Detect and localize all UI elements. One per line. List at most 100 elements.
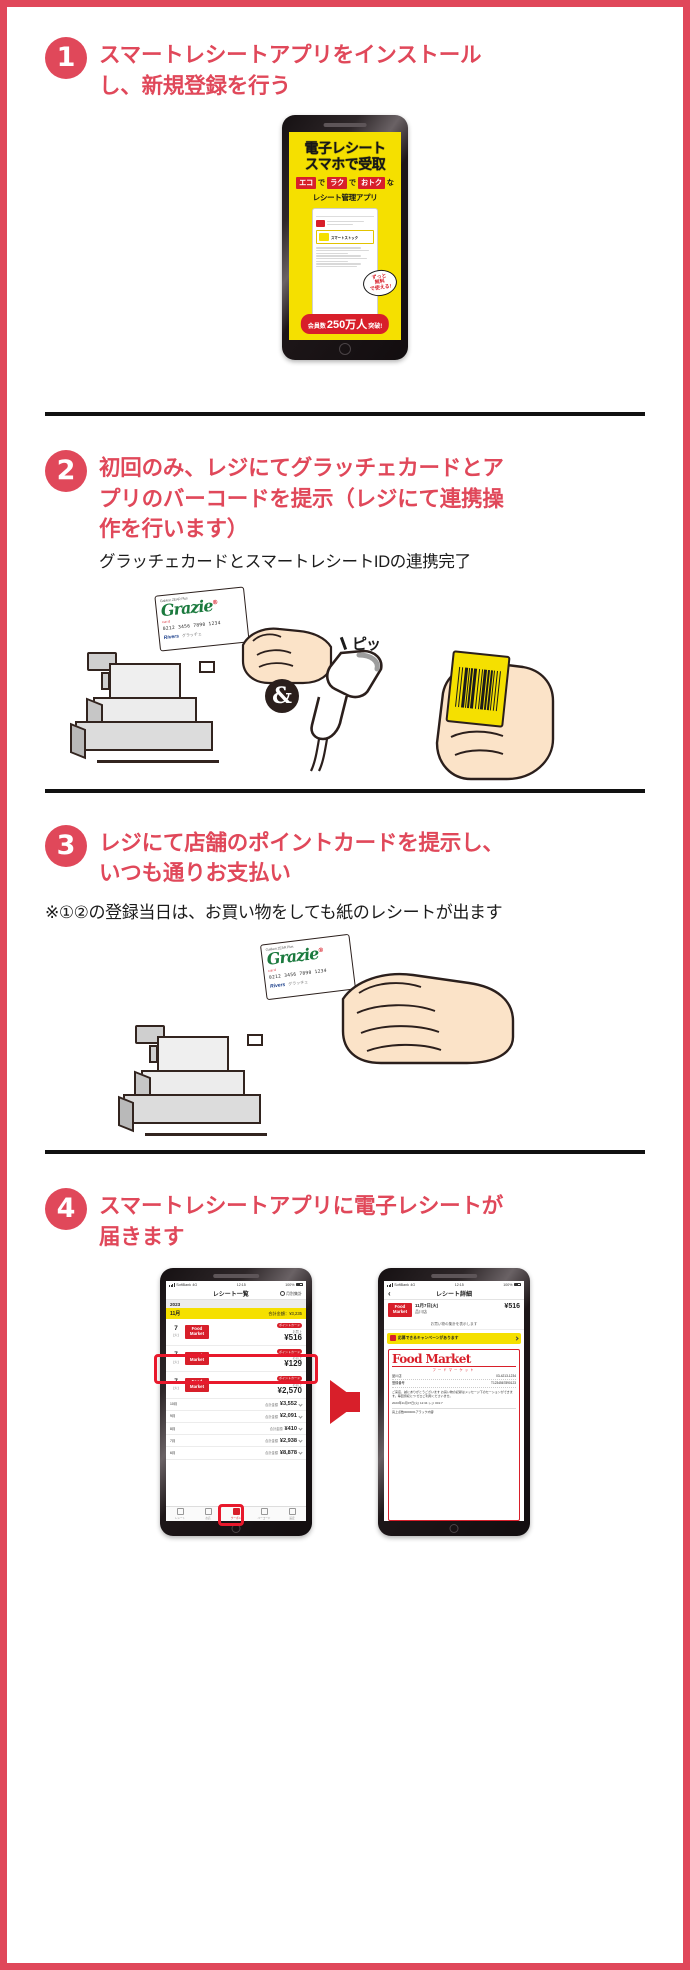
register-slip	[247, 1034, 263, 1047]
preview-line	[316, 247, 362, 249]
clock-icon	[279, 1291, 285, 1297]
gear-icon	[288, 1508, 296, 1516]
battery-percent: 100%	[503, 1282, 513, 1287]
phone-home-button	[231, 1524, 241, 1534]
receipt-register-value: T1234567890123	[491, 1381, 516, 1386]
tab-stores[interactable]: お店	[194, 1508, 222, 1520]
receipt-row[interactable]: 7 (火) Food Market ポイントカード お買上 ¥516	[166, 1319, 306, 1346]
badge-suffix: 突破!	[368, 324, 383, 331]
tab-receipts[interactable]: レシート	[166, 1508, 194, 1520]
preview-banner-icon	[319, 233, 329, 242]
poster-bubble-text: ずっと 無料 で使える!	[369, 273, 392, 293]
app-promo-poster: 電子レシート スマホで受取 エコ で ラク で おトク な レシート管理アプリ	[289, 132, 401, 341]
preview-navbar	[316, 212, 374, 218]
collapsed-month-num: 8	[170, 1426, 172, 1431]
month-header[interactable]: 11月 合計金額：¥3,235	[166, 1308, 306, 1320]
store-icon	[204, 1508, 212, 1516]
tab-bar: レシート お店 クーポン	[166, 1506, 306, 1522]
month-collapsed-row[interactable]: 9月 合計金額 ¥2,091	[166, 1411, 306, 1423]
month-total: 合計金額：¥3,235	[268, 1311, 302, 1317]
month-collapsed-row[interactable]: 7月 合計金額 ¥2,938	[166, 1435, 306, 1448]
row-value: ¥2,570	[277, 1385, 302, 1395]
phone-screen: 電子レシート スマホで受取 エコ で ラク で おトク な レシート管理アプリ	[289, 132, 401, 341]
receipt-title: Food Market	[392, 1351, 471, 1366]
collapsed-total: 合計金額 ¥410	[269, 1426, 303, 1432]
chevron-down-icon	[298, 1414, 303, 1419]
grazie-logo-reg: ®	[211, 598, 218, 606]
step-4-header: 4 スマートレシートアプリに電子レシートが届きます	[7, 1188, 683, 1252]
poster-tag-otoku: おトク	[358, 177, 385, 190]
monthly-summary-button[interactable]: 月別集計	[279, 1290, 302, 1297]
barcode-scanner-icon	[297, 645, 387, 773]
row-day: 7 (火)	[170, 1325, 182, 1338]
poster-app-preview: スマートストック	[312, 208, 378, 319]
preview-line	[316, 252, 348, 254]
poster-headline-1: 電子レシート	[304, 140, 387, 157]
cash-register-icon	[117, 1016, 267, 1137]
tab-coupons[interactable]: クーポン	[222, 1508, 250, 1520]
grazie-card-brand-note: グラッチェ	[181, 630, 203, 638]
carrier-label: SoftBank	[394, 1282, 409, 1287]
collapsed-month-unit: 月	[173, 1402, 178, 1407]
phone-screen: SoftBank 4G 12:15 100% レシート一覧	[166, 1281, 306, 1522]
badge-prefix: 会員数	[307, 324, 326, 331]
step-1-illustration: 電子レシート スマホで受取 エコ で ラク で おトク な レシート管理アプリ	[7, 115, 683, 361]
month-total-label: 合計金額：	[268, 1310, 290, 1316]
month-collapsed-row[interactable]: 6月 合計金額 ¥8,878	[166, 1447, 306, 1460]
preview-line	[316, 260, 348, 263]
row-unit: お買上	[292, 1329, 302, 1334]
tab-label: 設定	[289, 1517, 295, 1521]
poster-subhead: レシート管理アプリ	[312, 193, 378, 203]
collapsed-total: 合計金額 ¥2,091	[265, 1413, 303, 1419]
receipt-row[interactable]: 7 (火) Food Market ポイントカード お買上 ¥129	[166, 1346, 306, 1373]
shop-logo: Food Market	[185, 1378, 209, 1392]
clock-label: 12:15	[236, 1282, 246, 1287]
battery-icon	[296, 1282, 304, 1287]
smartphone-poster: 電子レシート スマホで受取 エコ で ラク で おトク な レシート管理アプリ	[282, 115, 408, 361]
preview-banner-text: スマートストック	[331, 235, 359, 240]
tab-label: レシート	[174, 1517, 186, 1521]
month-collapsed-row[interactable]: 8月 合計金額 ¥410	[166, 1423, 306, 1436]
row-weekday: (火)	[173, 1359, 179, 1364]
step-3: 3 レジにて店舗のポイントカードを提示し、いつも通りお支払い ※①②の登録当日は…	[7, 793, 683, 1145]
tab-barcode[interactable]: バーコード	[250, 1508, 278, 1520]
step-1-number: 1	[45, 37, 87, 79]
preview-line	[316, 255, 362, 257]
register-base	[123, 1094, 261, 1125]
poster-conj-2: で	[348, 178, 357, 188]
back-button[interactable]: ‹	[388, 1289, 391, 1299]
receipt-list-app: SoftBank 4G 12:15 100% レシート一覧	[166, 1281, 306, 1522]
register-top	[157, 1036, 229, 1073]
month-collapsed-row[interactable]: 10月 合計金額 ¥3,552	[166, 1399, 306, 1411]
row-day: 7 (火)	[170, 1377, 182, 1391]
step-4-number: 4	[45, 1188, 87, 1231]
row-day-number: 7	[174, 1377, 178, 1385]
nav-bar: ‹ レシート詳細	[384, 1288, 524, 1301]
signal-icon	[387, 1282, 393, 1287]
badge-number: 250万人	[326, 319, 368, 332]
row-unit: お買上	[292, 1382, 302, 1387]
row-amount: ポイントカード お買上 ¥2,570	[276, 1375, 302, 1395]
collapsed-label: 合計金額	[269, 1427, 283, 1432]
status-right: 100%	[503, 1282, 522, 1287]
tab-settings[interactable]: 設定	[278, 1508, 306, 1520]
phone-screen: SoftBank 4G 12:15 100% ‹ レシート詳細	[384, 1281, 524, 1522]
preview-line	[316, 249, 370, 252]
receipt-row[interactable]: 7 (火) Food Market ポイントカード お買上 ¥2,570	[166, 1372, 306, 1399]
poster-conj-1: で	[317, 178, 326, 188]
poster-headline-2: スマホで受取	[304, 156, 386, 173]
receipt-datetime: 2023年11月07日(火) 12:34 レジ 001:7	[392, 1400, 443, 1405]
shop-logo: Food Market	[185, 1351, 209, 1366]
preview-line	[327, 223, 353, 226]
campaign-banner[interactable]: 応募できるキャンペーンがあります	[387, 1332, 521, 1344]
battery-icon	[514, 1282, 522, 1287]
preview-row	[316, 220, 374, 228]
receipt-image: Food Market フードマーケット 品川店 03-4213-1234 登録…	[388, 1348, 520, 1522]
nav-title: レシート詳細	[435, 1292, 472, 1299]
collapsed-month: 6月	[170, 1450, 175, 1456]
smartphone-receipt-list: SoftBank 4G 12:15 100% レシート一覧	[154, 1268, 318, 1537]
phone-speaker	[431, 1274, 477, 1278]
preview-banner: スマートストック	[316, 230, 374, 245]
monthly-summary-label: 月別集計	[286, 1290, 302, 1296]
